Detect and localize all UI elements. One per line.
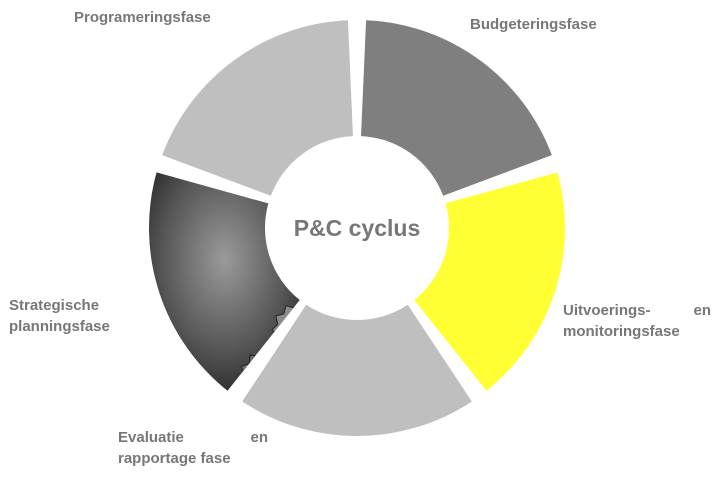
label-en-word: en — [250, 429, 268, 446]
center-label: P&C cyclus — [294, 215, 421, 241]
label-budgeteringsfase: Budgeteringsfase — [470, 16, 597, 33]
label-evaluatie-rapportage: Evaluatie en rapportage fase — [118, 429, 268, 467]
segment-budgetering — [414, 172, 565, 391]
segment-strategisch — [162, 20, 353, 196]
segment-evaluatie — [148, 172, 300, 391]
center-hub — [272, 143, 442, 313]
segment-uitvoering — [242, 304, 472, 436]
label-uitvoerings-monitoringsfase: Uitvoerings- en monitoringsfase — [563, 302, 711, 340]
label-evaluatie-word: Evaluatie — [118, 429, 184, 446]
segment-programmering — [361, 20, 552, 196]
label-strategische-planningsfase: Strategische planningsfase — [9, 297, 110, 335]
label-programmeringsfase: Programeringsfase — [74, 9, 211, 26]
